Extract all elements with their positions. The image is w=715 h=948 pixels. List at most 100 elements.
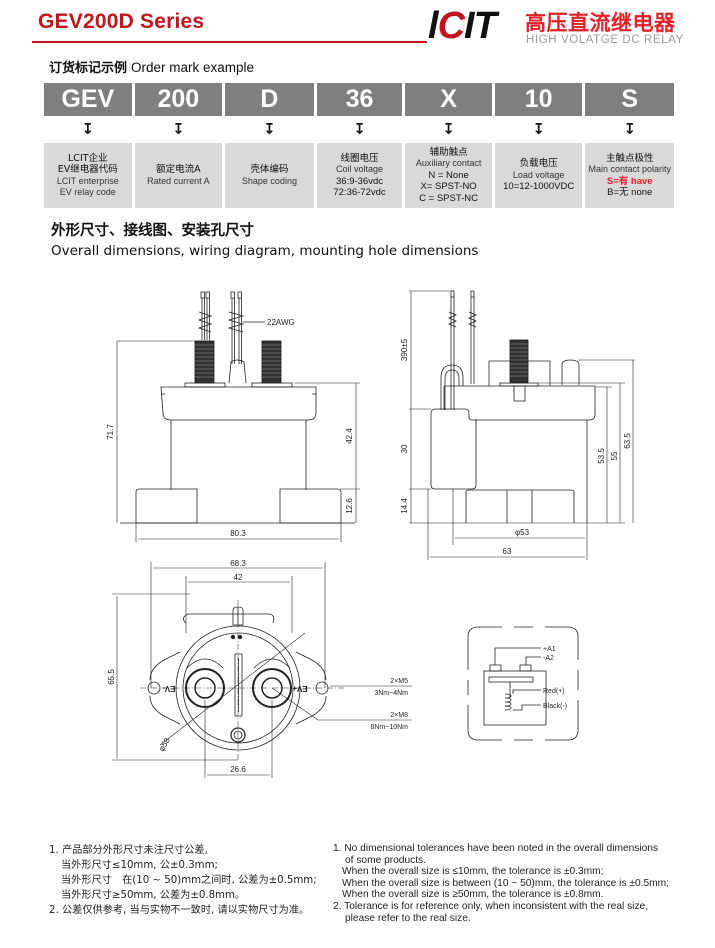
dim-front-width: 80.3: [230, 529, 246, 538]
desc-cn: 主触点极性: [605, 152, 654, 164]
wiring-red-label: Red(+): [543, 688, 565, 695]
desc-cell-load: 负载电压 Load voltage 10=12-1000VDC: [494, 143, 583, 208]
code-cell-load: 10: [494, 83, 583, 116]
wiring-black-label: Black(-): [543, 703, 567, 710]
terminal-pos-label: EV+: [292, 684, 308, 693]
dim-side-h3: 63.5: [623, 433, 632, 449]
aux-thread-label: 2×M5: [390, 678, 408, 685]
desc-option: N = None: [428, 169, 469, 181]
wire-gauge-label: 22AWG: [267, 318, 295, 327]
relay-box: [483, 670, 547, 726]
note-en-line: When the overall size is between (10 ~ 5…: [342, 877, 669, 889]
side-view: 390±5 30 14.4 53.5 55 63.5 φ53 63: [400, 290, 635, 560]
arrow-down-icon: ↧: [623, 120, 637, 138]
front-foot-left: [135, 488, 198, 524]
main-thread-label: 2×M8: [390, 712, 408, 719]
dim-side-diameter: φ53: [515, 528, 530, 537]
dim-side-width: 63: [503, 547, 512, 556]
desc-en: EV relay code: [59, 187, 116, 197]
order-code-table: GEV 200 D 36 X 10 S ↧ ↧ ↧ ↧ ↧ ↧ ↧ LCIT企业…: [44, 83, 675, 208]
description-row: LCIT企业 EV继电器代码 LCIT enterprise EV relay …: [44, 143, 675, 208]
front-foot-right: [279, 488, 342, 524]
note-en-line: When the overall size is ≤10mm, the tole…: [342, 866, 604, 878]
code-cell-series: GEV: [44, 83, 132, 116]
note-cn-line: 当外形尺寸≥50mm, 公差为±0.8mm。: [61, 890, 246, 901]
desc-cn: 线圈电压: [340, 152, 379, 164]
desc-en: LCIT enterprise: [56, 175, 119, 186]
arrow-down-icon: ↧: [442, 120, 455, 138]
side-housing-top: [444, 385, 596, 421]
front-housing-top: [160, 386, 317, 421]
desc-en: Main contact polarity: [588, 164, 671, 174]
front-view: 22AWG 71.7 42.4 12.6: [106, 291, 360, 542]
desc-cell-aux: 辅助触点 Auxiliary contact N = None X= SPST-…: [405, 143, 492, 208]
code-cell-polarity: S: [585, 83, 675, 116]
desc-option: C = SPST-NC: [419, 192, 479, 204]
desc-option: 10=12-1000VDC: [503, 181, 575, 193]
code-cell-current: 200: [134, 83, 223, 116]
notes-cn: 1. 产品部分外形尺寸未注尺寸公差, 当外形尺寸≤10mm, 公±0.3mm; …: [49, 843, 317, 918]
wiring-a1-label: +A1: [543, 646, 556, 653]
stud-right: [261, 340, 282, 384]
dimensions-heading-cn: 外形尺寸、接线图、安装孔尺寸: [51, 223, 254, 239]
wiring-diagram: +A1 -A2 Red(+) Black(-): [467, 626, 579, 741]
desc-en: Shape coding: [241, 175, 297, 186]
desc-cell-series: LCIT企业 EV继电器代码 LCIT enterprise EV relay …: [44, 143, 132, 208]
desc-cn: 辅助触点: [429, 146, 468, 158]
note-cn-line: 1. 产品部分外形尺寸未注尺寸公差,: [49, 845, 208, 856]
note-en-line: 2. Tolerance is for reference only, when…: [333, 900, 649, 912]
code-row: GEV 200 D 36 X 10 S: [44, 83, 675, 116]
logo-mark-it: IT: [464, 5, 497, 47]
title-rule: [32, 41, 427, 43]
note-en-line: 1. No dimensional tolerances have been n…: [333, 843, 659, 854]
desc-cn: 额定电流A: [156, 164, 201, 175]
dim-side-h2: 55: [610, 451, 619, 460]
arrow-down-icon: ↧: [353, 120, 366, 138]
dim-front-height-upper: 42.4: [345, 428, 354, 444]
aux-torque-label: 3Nm~4Nm: [374, 690, 408, 697]
arrow-down-icon: ↧: [532, 120, 545, 138]
desc-en: Load voltage: [512, 169, 565, 180]
desc-en: Coil voltage: [335, 164, 384, 174]
logo-en-text: HIGH VOLATGE DC RELAY: [526, 34, 684, 46]
notes-en: 1. No dimensional tolerances have been n…: [333, 843, 669, 924]
dim-top-diameter: φ58: [157, 736, 172, 753]
note-cn-line: 当外形尺寸 在(10 ~ 50)mm之间时, 公差为±0.5mm;: [61, 875, 317, 886]
desc-cell-coil: 线圈电压 Coil voltage 36:9-36vdc 72:36-72vdc: [316, 143, 403, 208]
dim-top-height: 65.5: [107, 669, 116, 685]
dim-top-width-inner: 42: [234, 573, 243, 582]
main-torque-label: 8Nm~10Nm: [370, 724, 408, 731]
desc-option: 72:36-72vdc: [333, 187, 386, 198]
desc-cn: 壳体编码: [250, 164, 289, 175]
arrow-down-icon: ↧: [263, 120, 276, 138]
desc-option-highlight: S=有 have: [606, 175, 653, 187]
wire-boot: [228, 359, 247, 384]
arrow-down-icon: ↧: [172, 120, 185, 138]
desc-cn: LCIT企业: [68, 152, 108, 164]
wiring-frame: [467, 626, 579, 741]
stud-left: [194, 340, 215, 384]
dim-front-height-total: 71.7: [106, 424, 115, 440]
desc-option: X= SPST-NO: [420, 181, 477, 193]
dim-front-height-base: 12.6: [345, 498, 354, 514]
logo-mark-c: C: [437, 5, 465, 47]
dim-side-base-height: 14.4: [400, 498, 409, 514]
terminal-neg-label: EV-: [162, 684, 175, 693]
code-cell-shape: D: [225, 83, 314, 116]
desc-cell-polarity: 主触点极性 Main contact polarity S=有 have B=无…: [585, 143, 675, 208]
dim-top-terminal-spacing: 26.6: [230, 765, 246, 774]
desc-en: Rated current A: [147, 175, 210, 186]
desc-en: Auxiliary contact: [415, 158, 482, 169]
desc-option: 36:9-36vdc: [336, 175, 384, 187]
logo-cn-text: 高压直流继电器: [525, 11, 676, 35]
logo-mark-l: l: [428, 5, 439, 47]
dimensions-heading-en: Overall dimensions, wiring diagram, moun…: [51, 243, 479, 259]
order-mark-heading-cn: 订货标记示例: [49, 61, 128, 76]
dim-side-coil-height: 30: [400, 444, 409, 453]
logo-mark: lCIT: [428, 5, 497, 47]
series-title: GEV200D Series: [38, 10, 205, 33]
desc-cell-current: 额定电流A Rated current A: [134, 143, 223, 208]
wiring-a2-label: -A2: [543, 655, 554, 662]
